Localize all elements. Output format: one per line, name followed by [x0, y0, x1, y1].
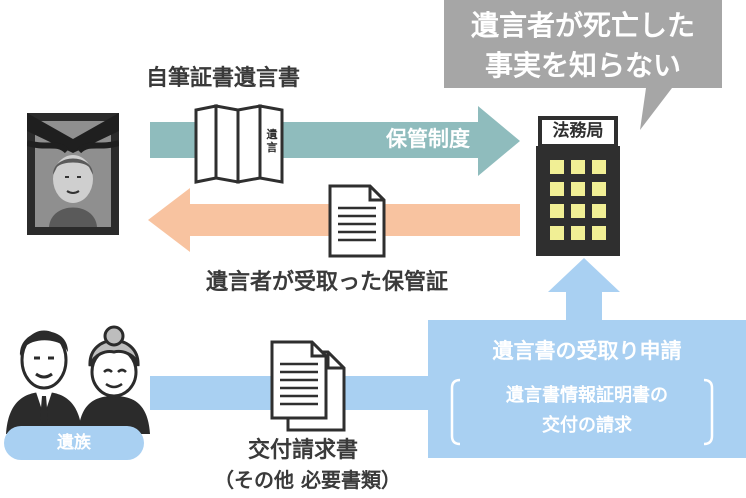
family-people-icon [6, 325, 150, 434]
bubble-line-1: 遺言者が死亡した [470, 9, 695, 42]
office-name: 法務局 [552, 121, 604, 141]
certificate-label: 遺言者が受取った保管証 [206, 270, 449, 295]
deceased-portrait-icon [27, 113, 119, 235]
bubble-line-2: 事実を知らない [484, 49, 681, 82]
testament-document-text: 遺言 [266, 128, 278, 154]
legal-affairs-bureau-building-icon [536, 116, 620, 256]
certificate-document-icon [328, 184, 386, 258]
application-sub-line-1: 遺言書情報証明書の [506, 385, 668, 406]
application-sub-line-2: 交付の請求 [542, 415, 632, 436]
application-title: 遺言書の受取り申請 [492, 339, 682, 363]
family-label: 遺族 [57, 433, 91, 453]
testament-document-icon [194, 104, 284, 184]
testament-title: 自筆証書遺言書 [146, 66, 301, 91]
request-documents-icon [270, 340, 346, 432]
delivery-request-label: 交付請求書 [248, 438, 359, 463]
speech-bubble: 遺言者が死亡した 事実を知らない [444, 4, 722, 88]
family-label-pill: 遺族 [4, 426, 144, 460]
custody-system-label: 保管制度 [386, 127, 470, 151]
other-documents-label: （その他 必要書類） [214, 468, 401, 492]
